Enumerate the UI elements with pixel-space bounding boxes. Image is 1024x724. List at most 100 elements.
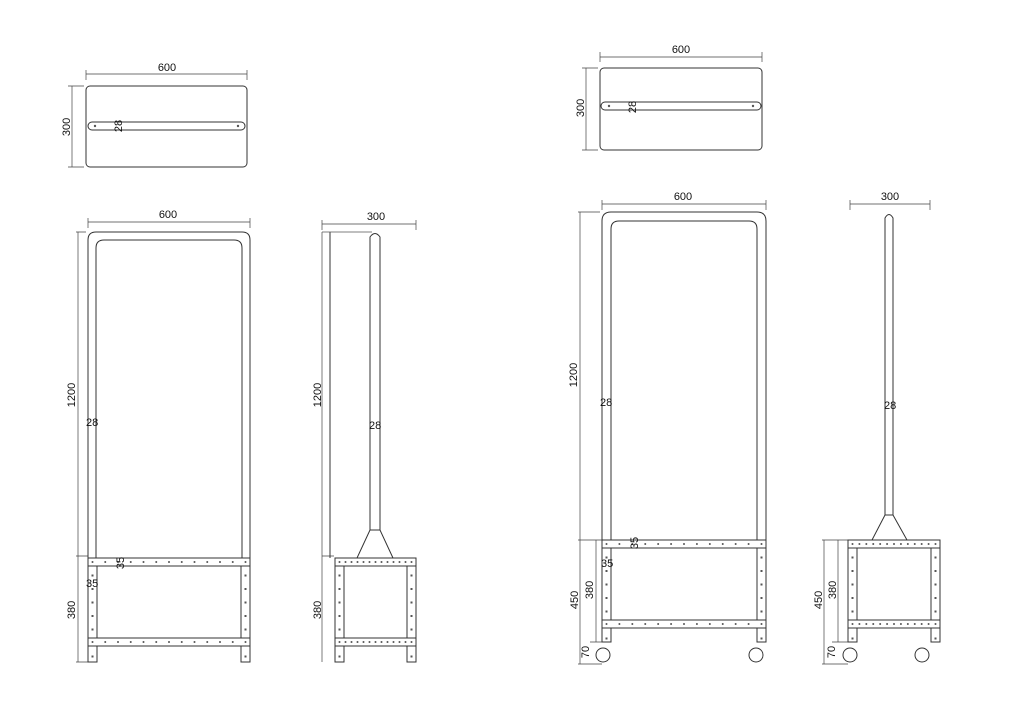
- caster-wheel: [595, 647, 611, 663]
- hole-dot: [368, 641, 371, 643]
- hole-dot: [398, 641, 401, 643]
- hole-dot: [644, 543, 647, 545]
- bolt-dot: [607, 104, 611, 108]
- hole-dot: [410, 574, 413, 577]
- hole-dot: [392, 561, 395, 563]
- dimension-lines: [68, 70, 248, 168]
- hole-dot: [231, 561, 234, 563]
- upright-pole: [369, 233, 381, 530]
- hole-dot: [410, 615, 413, 617]
- hole-dot: [344, 561, 347, 563]
- hole-dot: [244, 574, 247, 577]
- hole-dot: [865, 543, 868, 545]
- hole-dot: [934, 556, 937, 559]
- total-base-label: 450: [569, 591, 581, 609]
- hole-dot: [356, 561, 359, 563]
- hole-dot: [605, 610, 608, 613]
- hole-dot: [410, 628, 413, 631]
- base-outline: [85, 85, 248, 168]
- rail-label: 35: [629, 537, 641, 549]
- hole-dot: [338, 561, 341, 563]
- upright-pole: [884, 214, 894, 515]
- hole-dot: [927, 623, 930, 625]
- hole-dot: [760, 623, 763, 625]
- dimension-lines: [321, 220, 417, 662]
- dimension-lines: [582, 52, 763, 151]
- hole-dot: [906, 543, 909, 545]
- hole-dot: [708, 623, 711, 625]
- width-label: 600: [159, 209, 177, 221]
- hole-dot: [338, 574, 341, 577]
- hole-dot: [350, 641, 353, 643]
- hole-dot: [155, 641, 158, 643]
- hole-dot: [605, 583, 608, 586]
- height-label: 1200: [66, 383, 78, 407]
- hole-dot: [708, 543, 711, 545]
- hole-dot: [734, 543, 737, 545]
- hole-dot: [934, 597, 937, 599]
- dimension-lines: [822, 200, 931, 665]
- hole-dot: [886, 543, 889, 545]
- hole-dot: [410, 588, 413, 590]
- hole-dot: [760, 556, 763, 559]
- hole-dot: [760, 610, 763, 613]
- hole-dot: [721, 543, 724, 545]
- base-frame: [334, 557, 417, 663]
- hole-dot: [734, 623, 737, 625]
- hole-dot: [244, 615, 247, 617]
- depth-label: 300: [61, 118, 73, 136]
- hole-dot: [695, 623, 698, 625]
- base-height-label: 380: [312, 601, 324, 619]
- hole-dot: [155, 561, 158, 563]
- hole-dot: [605, 623, 608, 625]
- hole-dot: [934, 583, 937, 586]
- hole-dot: [219, 561, 221, 563]
- tube-label: 28: [600, 397, 612, 409]
- hole-dot: [91, 561, 94, 563]
- tube-label: 28: [86, 417, 98, 429]
- hole-dot: [362, 641, 365, 643]
- hole-dot: [760, 597, 763, 599]
- hole-dot: [851, 610, 854, 613]
- hole-dot: [244, 601, 247, 604]
- hole-dot: [644, 623, 647, 625]
- hole-dot: [91, 574, 94, 577]
- tube-label: 28: [884, 400, 896, 412]
- hole-dot: [374, 641, 377, 643]
- hole-dot: [91, 601, 94, 604]
- hole-dot: [631, 623, 634, 625]
- hole-dot: [927, 543, 930, 545]
- depth-label: 300: [881, 191, 899, 203]
- base-outline: [599, 67, 763, 151]
- hole-dot: [104, 561, 107, 563]
- hole-dot: [410, 561, 413, 563]
- hole-dot: [760, 570, 763, 572]
- hole-dot: [605, 543, 608, 545]
- hole-dot: [657, 623, 660, 625]
- hole-dot: [180, 641, 183, 643]
- height-label: 1200: [568, 363, 580, 387]
- hole-dot: [344, 641, 347, 643]
- hole-dot: [865, 623, 868, 625]
- hole-dot: [934, 570, 937, 572]
- hole-dot: [851, 623, 854, 625]
- hole-dot: [851, 583, 854, 586]
- hole-dot: [695, 543, 698, 545]
- hole-dot: [206, 561, 209, 563]
- dimension-lines: [578, 200, 767, 665]
- width-label: 600: [672, 44, 690, 56]
- hole-dot: [338, 615, 341, 617]
- hole-dot: [851, 556, 854, 559]
- hole-dot: [618, 543, 621, 545]
- hole-dot: [380, 561, 383, 563]
- hole-dot: [872, 543, 875, 545]
- hole-dot: [851, 637, 854, 640]
- plan-view-right: 600 300 28: [575, 44, 763, 151]
- tube-label: 28: [113, 120, 125, 132]
- base-frame: [601, 539, 767, 643]
- total-base-label: 450: [813, 591, 825, 609]
- top-tube: [600, 101, 762, 111]
- hole-dot: [91, 655, 94, 658]
- hole-dot: [605, 597, 608, 599]
